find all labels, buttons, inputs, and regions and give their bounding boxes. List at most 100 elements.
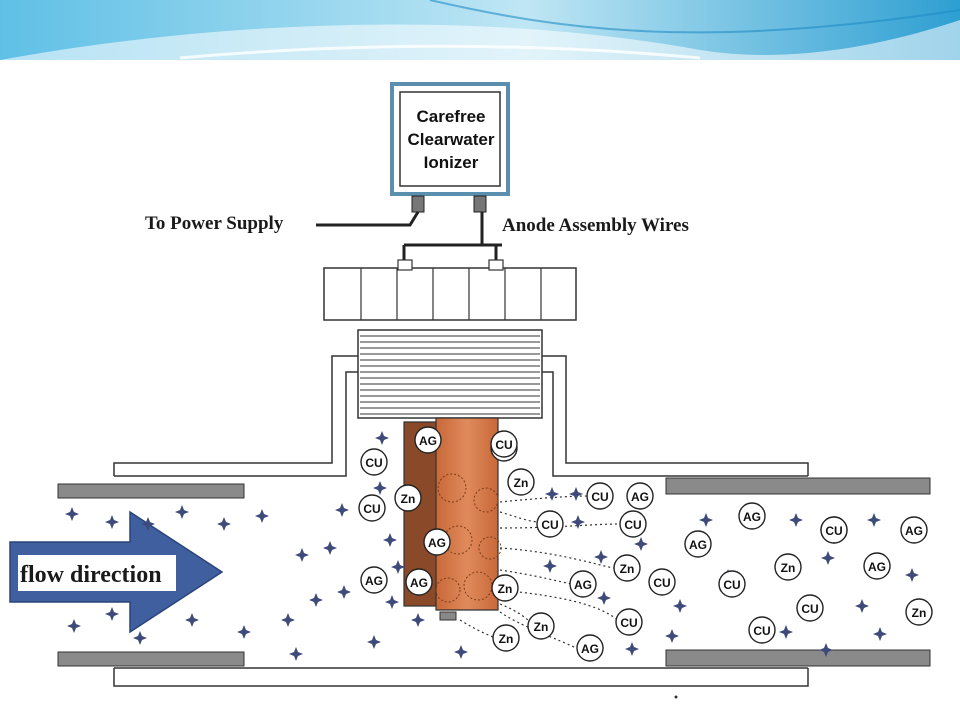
ion-label: AG [743,510,761,524]
particle-star [391,560,405,574]
ion-label: AG [868,560,886,574]
ion-cu: CU [586,482,614,510]
ion-circle [394,484,422,512]
ion-circle [360,448,388,476]
ion-label: AG [581,642,599,656]
ion-label: CU [723,578,740,592]
power-supply-label: To Power Supply [145,213,284,234]
particle-star [819,643,833,657]
particle-star [634,537,648,551]
ion-cu: CU [718,570,746,598]
particle-star [309,593,323,607]
ion-label: CU [801,602,818,616]
ion-zn: Zn [491,574,519,602]
ion-label: Zn [499,632,514,646]
ion-zn: Zn [905,598,933,626]
particle-star [337,585,351,599]
particle-star [237,625,251,639]
particle-star [597,591,611,605]
ion-circle [905,598,933,626]
ion-label: Zn [781,561,796,575]
ion-zn: Zn [492,624,520,652]
ion-ag: AG [414,426,442,454]
electrodes [403,417,502,621]
particle-star [175,505,189,519]
ionizer-line-3: Ionizer [424,153,479,172]
ion-label: AG [631,490,649,504]
ions-layer: AGCUZnCUAGAGAGZnCUCUAGCUAGZnCUAGCUCUZnAG… [358,426,933,662]
wires [316,211,502,262]
particle-star [625,642,639,656]
particle-star [855,599,869,613]
ion-zn: Zn [774,553,802,581]
ion-label: AG [689,538,707,552]
ion-circle [586,482,614,510]
ion-circle [748,616,776,644]
particle-star [281,613,295,627]
particle-star [367,635,381,649]
particle-star [873,627,887,641]
ion-circle [358,494,386,522]
ion-cu: CU [619,510,647,538]
ionizer-line-2: Clearwater [408,130,495,149]
ion-label: Zn [620,562,635,576]
particle-star [385,595,399,609]
ion-label: AG [410,576,428,590]
ion-label: CU [653,576,670,590]
ion-zn: Zn [613,554,641,582]
anode-head-block [323,259,577,321]
flow-direction-arrow: flow direction [9,510,224,634]
ion-label: CU [620,616,637,630]
particle-star [545,487,559,501]
particle-star [289,647,303,661]
ion-label: CU [495,438,512,452]
particle-star [699,513,713,527]
ion-circle [491,574,519,602]
particle-star [569,487,583,501]
ion-zn: Zn [527,612,555,640]
particle-star [323,541,337,555]
particle-star [217,517,231,531]
ion-circle [414,426,442,454]
ion-label: CU [363,502,380,516]
particle-star [65,507,79,521]
top-banner [0,0,960,60]
particle-star [789,513,803,527]
ion-circle [615,608,643,636]
ion-ag: AG [684,530,712,558]
particle-star [133,631,147,645]
ion-circle [684,530,712,558]
particle-star [255,509,269,523]
ion-cu: CU [536,510,564,538]
ion-circle [405,568,433,596]
particle-star [375,431,389,445]
ion-circle [507,468,535,496]
ion-circle [900,516,928,544]
particle-star [141,517,155,531]
ion-ag: AG [738,502,766,530]
ion-ag: AG [576,634,604,662]
ion-label: Zn [401,492,416,506]
ion-circle [490,430,518,458]
ion-cu: CU [615,608,643,636]
stray-dot [674,695,678,699]
ion-circle [536,510,564,538]
particle-star [779,625,793,639]
ion-circle [718,570,746,598]
pipe-walls [57,477,931,667]
ion-circle [527,612,555,640]
ion-label: AG [419,434,437,448]
ion-circle [576,634,604,662]
ion-circle [774,553,802,581]
particle-star [411,613,425,627]
ion-label: CU [541,518,558,532]
ionizer-line-1: Carefree [417,107,486,126]
particle-star [105,607,119,621]
ion-ag: AG [423,528,451,556]
ion-ag: AG [626,482,654,510]
ion-label: CU [365,456,382,470]
ion-ag: AG [863,552,891,580]
particle-star [373,481,387,495]
ion-ag: AG [405,568,433,596]
